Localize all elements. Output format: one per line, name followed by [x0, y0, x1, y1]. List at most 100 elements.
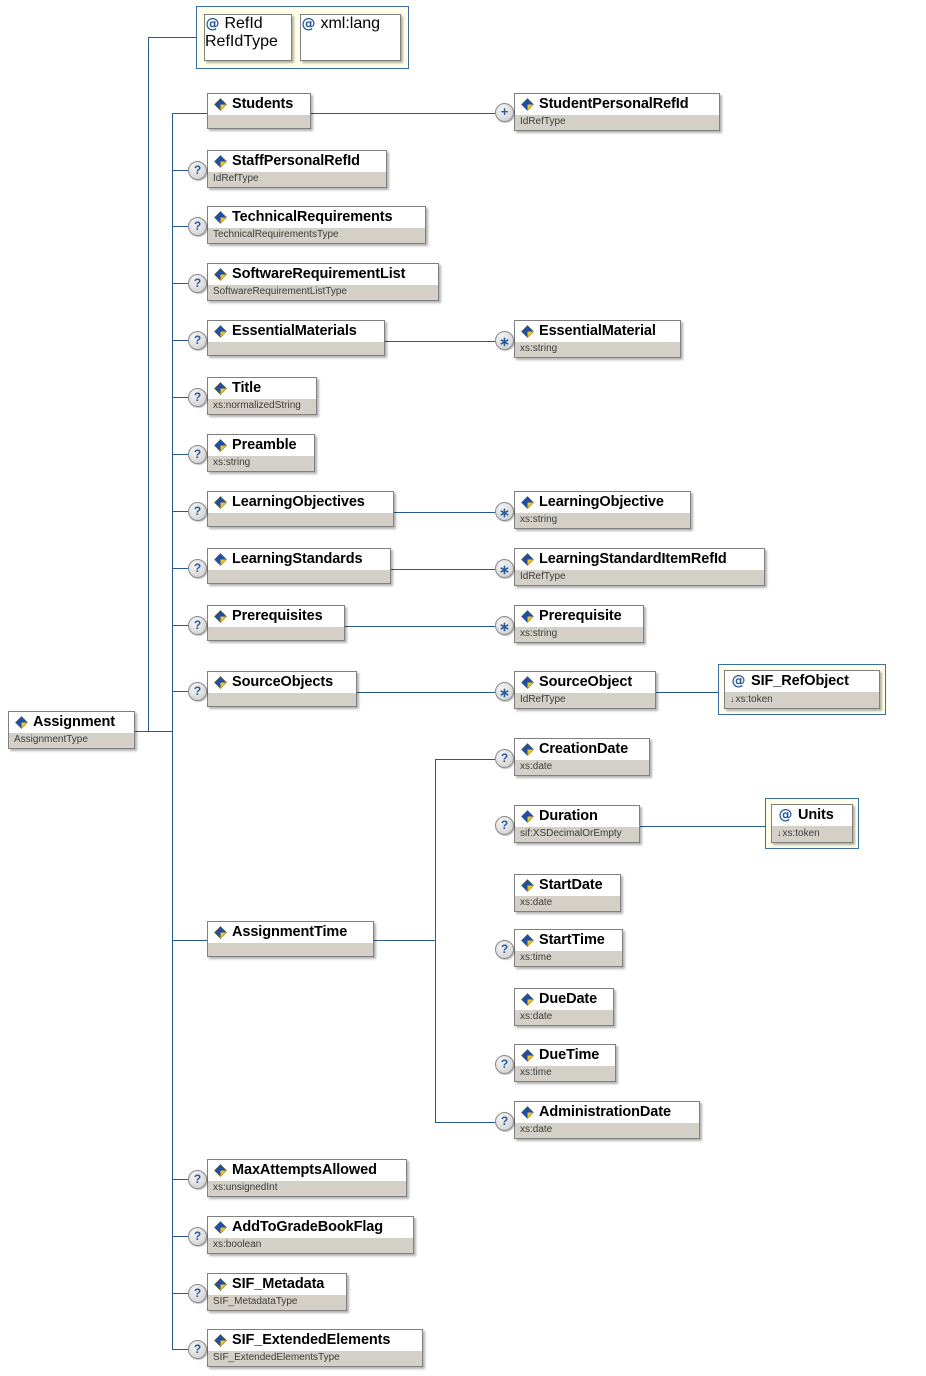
element-icon	[214, 155, 227, 168]
node-due-time-label: DueTime	[539, 1047, 600, 1063]
marker-repeating-prerequisite: ∗	[495, 616, 514, 635]
node-learning-objectives[interactable]: LearningObjectives	[207, 491, 394, 527]
element-icon	[214, 926, 227, 939]
node-staff-personal-refid[interactable]: StaffPersonalRefId IdRefType	[207, 150, 387, 188]
attribute-group-box: @ RefId RefIdType @ xml:lang	[196, 6, 409, 69]
node-sif-metadata-type: SIF_MetadataType	[208, 1295, 346, 1310]
down-arrow-icon: ↓	[730, 694, 735, 704]
node-preamble[interactable]: Preamble xs:string	[207, 434, 315, 472]
node-source-objects[interactable]: SourceObjects	[207, 671, 357, 707]
node-prerequisite-type: xs:string	[515, 627, 643, 642]
node-due-date-label: DueDate	[539, 991, 598, 1007]
node-assignment[interactable]: Assignment AssignmentType	[8, 711, 135, 749]
node-administration-date[interactable]: AdministrationDate xs:date	[514, 1101, 700, 1139]
marker-repeating-source-object: ∗	[495, 682, 514, 701]
node-title-name-row: Title	[208, 378, 316, 399]
node-student-personal-refid-type: IdRefType	[515, 115, 719, 130]
marker-glyph: ?	[193, 1172, 202, 1186]
marker-expand-student-personal-refid[interactable]: +	[495, 103, 514, 122]
node-add-to-gradebook-flag[interactable]: AddToGradeBookFlag xs:boolean	[207, 1216, 414, 1254]
marker-glyph: ?	[500, 942, 509, 956]
element-icon	[521, 610, 534, 623]
node-prerequisites-label: Prerequisites	[232, 608, 323, 624]
node-creation-date[interactable]: CreationDate xs:date	[514, 738, 650, 776]
node-prerequisite[interactable]: Prerequisite xs:string	[514, 605, 644, 643]
node-units-label: Units	[798, 807, 834, 823]
node-sif-extended-elements[interactable]: SIF_ExtendedElements SIF_ExtendedElement…	[207, 1329, 423, 1367]
node-essential-materials[interactable]: EssentialMaterials	[207, 320, 385, 356]
element-icon	[214, 1334, 227, 1347]
node-learning-standard-item-refid-name-row: LearningStandardItemRefId	[515, 549, 764, 570]
attribute-xml-lang[interactable]: @ xml:lang	[300, 14, 401, 61]
node-units-type: ↓xs:token	[772, 826, 852, 842]
node-max-attempts-allowed[interactable]: MaxAttemptsAllowed xs:unsignedInt	[207, 1159, 407, 1197]
node-learning-objective[interactable]: LearningObjective xs:string	[514, 491, 691, 529]
marker-repeating-learning-objective: ∗	[495, 502, 514, 521]
node-essential-material-type: xs:string	[515, 342, 680, 357]
node-learning-objectives-label: LearningObjectives	[232, 494, 365, 510]
node-administration-date-type: xs:date	[515, 1123, 699, 1138]
element-icon	[521, 810, 534, 823]
connector	[345, 626, 495, 627]
connector	[172, 340, 194, 341]
element-icon	[214, 553, 227, 566]
marker-optional-technical-requirements: ?	[188, 217, 207, 236]
node-assignment-name-row: Assignment	[9, 712, 134, 733]
connector	[394, 512, 495, 513]
node-technical-requirements-label: TechnicalRequirements	[232, 209, 393, 225]
node-sif-refobject-type-text: xs:token	[735, 694, 773, 705]
node-learning-standards[interactable]: LearningStandards	[207, 548, 391, 584]
element-icon	[214, 98, 227, 111]
attribute-refid[interactable]: @ RefId RefIdType	[204, 14, 292, 61]
node-sif-refobject[interactable]: @ SIF_RefObject ↓xs:token	[718, 664, 886, 715]
node-learning-standard-item-refid-type: IdRefType	[515, 570, 764, 585]
node-essential-material-label: EssentialMaterial	[539, 323, 656, 339]
node-sif-metadata[interactable]: SIF_Metadata SIF_MetadataType	[207, 1273, 347, 1311]
node-creation-date-label: CreationDate	[539, 741, 629, 757]
element-icon	[214, 676, 227, 689]
marker-optional-staff-personal-refid: ?	[188, 161, 207, 180]
node-start-date[interactable]: StartDate xs:date	[514, 874, 621, 912]
node-learning-objectives-name-row: LearningObjectives	[208, 492, 393, 513]
node-sif-metadata-name-row: SIF_Metadata	[208, 1274, 346, 1295]
marker-glyph: ?	[193, 333, 202, 347]
connector	[435, 759, 436, 1122]
node-assignment-label: Assignment	[33, 714, 115, 730]
marker-optional-preamble: ?	[188, 445, 207, 464]
node-administration-date-name-row: AdministrationDate	[515, 1102, 699, 1123]
node-assignment-time[interactable]: AssignmentTime	[207, 921, 374, 957]
node-add-to-gradebook-flag-type: xs:boolean	[208, 1238, 413, 1253]
node-software-requirement-list[interactable]: SoftwareRequirementList SoftwareRequirem…	[207, 263, 439, 301]
node-prerequisite-label: Prerequisite	[539, 608, 622, 624]
node-duration-type: sif:XSDecimalOrEmpty	[515, 827, 639, 842]
node-essential-material[interactable]: EssentialMaterial xs:string	[514, 320, 681, 358]
node-technical-requirements[interactable]: TechnicalRequirements TechnicalRequireme…	[207, 206, 426, 244]
node-sif-refobject-type: ↓xs:token	[725, 692, 879, 708]
element-icon	[214, 1278, 227, 1291]
marker-glyph: ∗	[499, 619, 510, 634]
node-title[interactable]: Title xs:normalizedString	[207, 377, 317, 415]
marker-glyph: ?	[193, 504, 202, 518]
node-title-type: xs:normalizedString	[208, 399, 316, 414]
node-duration[interactable]: Duration sif:XSDecimalOrEmpty	[514, 805, 640, 843]
connector	[435, 759, 495, 760]
node-learning-objective-label: LearningObjective	[539, 494, 664, 510]
node-due-time[interactable]: DueTime xs:time	[514, 1044, 616, 1082]
node-source-object[interactable]: SourceObject IdRefType	[514, 671, 656, 709]
node-staff-personal-refid-label: StaffPersonalRefId	[232, 153, 360, 169]
node-essential-materials-label: EssentialMaterials	[232, 323, 357, 339]
node-due-date[interactable]: DueDate xs:date	[514, 988, 614, 1026]
connector	[640, 826, 765, 827]
element-icon	[521, 676, 534, 689]
node-units[interactable]: @ Units ↓xs:token	[765, 798, 859, 849]
node-start-time-type: xs:time	[515, 951, 622, 966]
node-duration-label: Duration	[539, 808, 598, 824]
node-students[interactable]: Students	[207, 93, 311, 129]
node-sif-extended-elements-label: SIF_ExtendedElements	[232, 1332, 391, 1348]
node-student-personal-refid[interactable]: StudentPersonalRefId IdRefType	[514, 93, 720, 131]
node-start-time[interactable]: StartTime xs:time	[514, 929, 623, 967]
node-prerequisites[interactable]: Prerequisites	[207, 605, 345, 641]
node-start-date-name-row: StartDate	[515, 875, 620, 896]
node-max-attempts-allowed-name-row: MaxAttemptsAllowed	[208, 1160, 406, 1181]
node-learning-standard-item-refid[interactable]: LearningStandardItemRefId IdRefType	[514, 548, 765, 586]
